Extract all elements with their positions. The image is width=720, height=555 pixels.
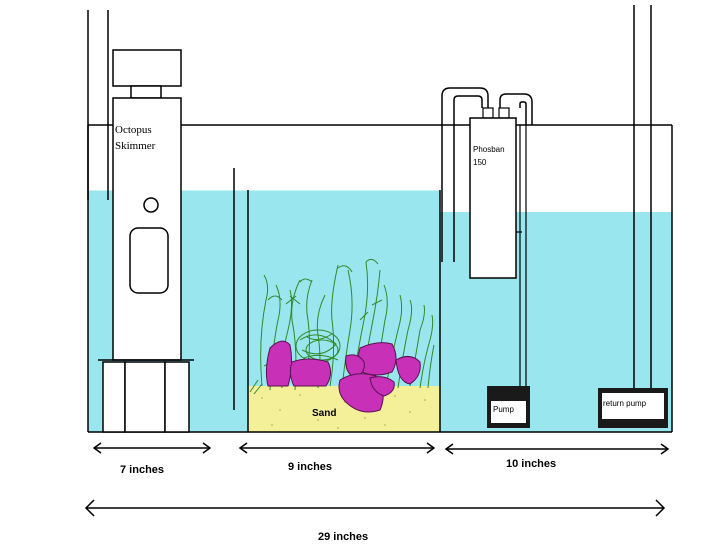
phosban-reactor: Phosban 150: [441, 87, 533, 387]
return-pump-label: return pump: [603, 399, 647, 408]
skimmer-label-line2: Skimmer: [115, 140, 156, 152]
return-pipes: [633, 5, 652, 392]
skimmer-label-line1: Octopus: [115, 124, 152, 136]
phosban-inlet-pipe: [441, 87, 489, 262]
rock-7: [369, 376, 395, 397]
skimmer-pipes: [87, 10, 109, 200]
dimension-arrows: [84, 442, 670, 517]
rock-3: [357, 342, 397, 376]
octopus-skimmer: Octopus Skimmer: [98, 49, 194, 433]
return-pump-face: [602, 393, 664, 419]
phosban-inlet-pipe-inner: [453, 95, 483, 262]
skimmer-collar: [130, 85, 162, 99]
rock-5: [395, 356, 421, 385]
skimmer-window: [129, 227, 169, 294]
skimmer-cap: [112, 49, 182, 87]
phosban-fitting-left: [482, 107, 494, 119]
pump-label: Pump: [493, 405, 514, 414]
rock-4: [345, 354, 365, 379]
rock-2: [289, 358, 332, 387]
dimension-29-inches: 29 inches: [318, 531, 368, 543]
pump-face: [491, 401, 526, 423]
rock-1: [265, 340, 293, 387]
dimension-10-inches: 10 inches: [506, 458, 556, 470]
phosban-fitting-right: [498, 107, 510, 119]
skimmer-leg-right: [164, 361, 190, 433]
skimmer-leg-left: [102, 361, 126, 433]
phosban-label-line1: Phosban: [473, 145, 505, 154]
feed-pump: Pump: [487, 386, 530, 428]
dimension-9-inches: 9 inches: [288, 461, 332, 473]
return-pump: return pump: [598, 388, 668, 428]
sand-label: Sand: [312, 408, 336, 419]
dimension-7-inches: 7 inches: [120, 464, 164, 476]
skimmer-port: [143, 197, 159, 213]
skimmer-leg-mid: [124, 361, 166, 433]
phosban-outlet-pipe: [499, 93, 533, 125]
phosban-label-line2: 150: [473, 158, 487, 167]
phosban-body: [469, 117, 517, 279]
live-rock: [265, 340, 421, 413]
